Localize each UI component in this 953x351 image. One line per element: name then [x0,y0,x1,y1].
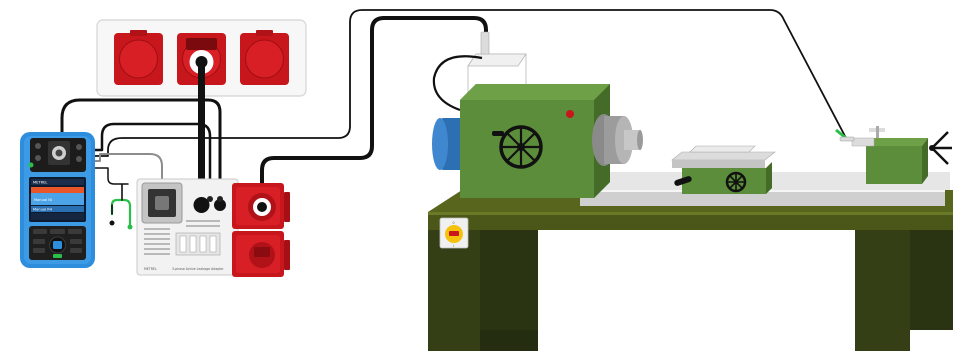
switch-top-label: 0 [453,221,455,225]
lathe-main-switch[interactable]: 0 I [440,218,468,248]
meter-test-button[interactable] [53,241,62,249]
switch-handle[interactable] [449,231,459,236]
wall-socket-left [114,30,163,85]
test-probe[interactable] [836,130,854,141]
adapter-title-text: 3-phase Active Leakage Adapter [172,267,224,271]
active-leakage-adapter[interactable]: METREL 3-phase Active Leakage Adapter [137,179,238,275]
green-probe-lead [112,200,130,226]
green-probe-tip [128,225,133,230]
workbench [428,190,953,351]
green-lead-wire [92,168,128,184]
wall-socket-right [240,30,289,85]
lathe-chuck [592,114,643,166]
lathe-plug-gland [481,32,489,54]
meter-screen-title: Manual NI [34,198,52,202]
black-probe-tip [110,221,115,226]
adapter-red-outlets [232,183,290,277]
carriage-handwheel[interactable] [727,173,745,191]
switch-bottom-label: I [453,244,454,248]
meter-screen-value: Manual R4 [33,208,53,212]
lathe-indicator-lamp [566,110,574,118]
lathe-carriage [672,146,775,194]
tailstock-handwheel[interactable] [929,132,952,164]
pe-lead [92,154,162,180]
meter-brand-text: METREL [33,181,47,185]
adapter-brand-text: METREL [144,267,157,271]
installation-tester[interactable]: METREL Manual NI Manual R4 [20,132,95,268]
adapter-outlet-plug [257,202,267,212]
